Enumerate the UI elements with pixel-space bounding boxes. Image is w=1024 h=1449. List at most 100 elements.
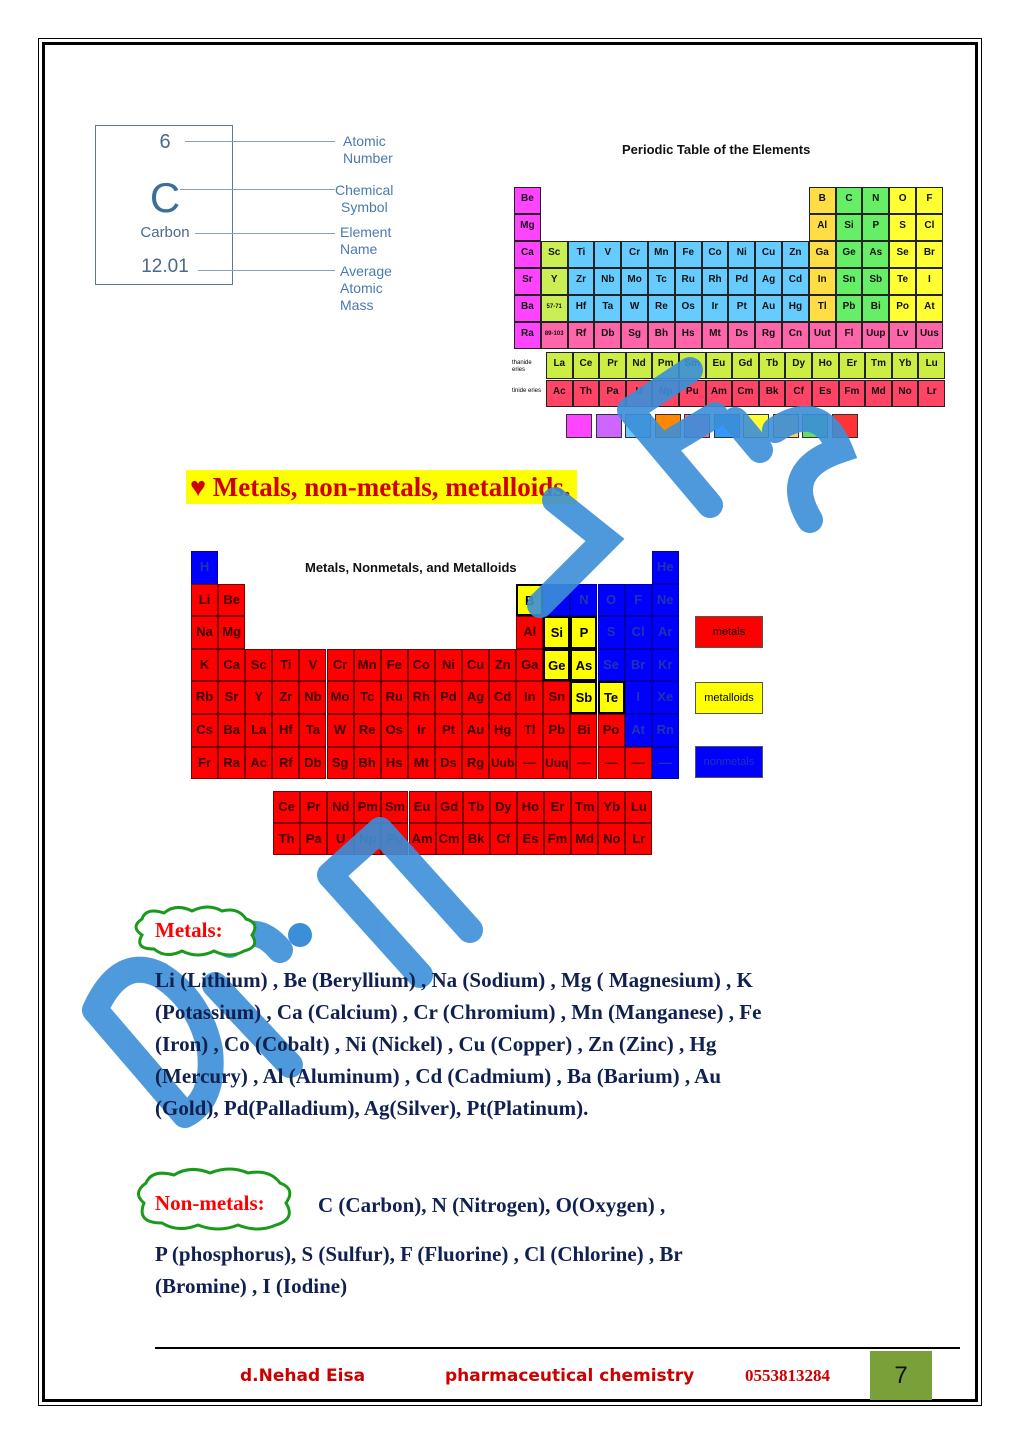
periodic-cell: Co xyxy=(701,241,729,268)
periodic-cell: Bi xyxy=(862,295,890,322)
periodic-f-cell: No xyxy=(891,380,919,407)
f-block-cell: Pa xyxy=(300,823,328,855)
periodic-cell: Uus xyxy=(916,322,943,349)
periodic-cell: Be xyxy=(514,187,541,214)
nonmetals-list: P (phosphorus), S (Sulfur), F (Fluorine)… xyxy=(155,1242,683,1298)
element-cell: Rh xyxy=(407,681,435,714)
element-name: Carbon xyxy=(140,224,190,241)
element-cell: F xyxy=(624,583,652,617)
f-block-cell: Es xyxy=(516,823,544,855)
element-cell: Re xyxy=(353,714,381,747)
periodic-cell: At xyxy=(916,295,943,322)
element-cell: Cd xyxy=(489,681,517,714)
nonmetals-label: Non-metals: xyxy=(155,1191,265,1215)
element-cell: Ir xyxy=(407,714,435,747)
element-cell: I xyxy=(624,681,652,714)
legend-swatch xyxy=(625,414,651,438)
element-cell: Ge xyxy=(543,648,571,682)
periodic-cell: Cl xyxy=(916,214,943,241)
periodic-table-title: Periodic Table of the Elements xyxy=(622,142,811,157)
element-cell: Ti xyxy=(272,648,300,682)
element-cell: O xyxy=(597,583,625,617)
periodic-cell: Ir xyxy=(701,295,729,322)
periodic-cell: V xyxy=(594,241,622,268)
periodic-cell: Ti xyxy=(567,241,595,268)
f-block-cell: Pu xyxy=(381,823,409,855)
periodic-f-cell: Bk xyxy=(758,380,786,407)
periodic-cell: Sg xyxy=(621,322,648,349)
element-cell: Xe xyxy=(651,681,679,714)
legend-metalloids: metalloids xyxy=(695,682,763,714)
periodic-cell: Cd xyxy=(782,268,809,295)
legend-swatch xyxy=(802,414,828,438)
periodic-cell: Tl xyxy=(808,295,836,322)
atomic-number: 6 xyxy=(159,131,171,153)
f-block-cell: Dy xyxy=(489,791,517,823)
periodic-f-cell: Cf xyxy=(785,380,812,407)
element-cell: Tl xyxy=(516,714,544,747)
periodic-f-cell: Cm xyxy=(732,380,759,407)
element-cell: Pd xyxy=(434,681,462,714)
element-cell: Ar xyxy=(651,616,679,649)
element-cell: N xyxy=(570,583,598,617)
metals-label: Metals: xyxy=(155,918,223,942)
periodic-cell: Sb xyxy=(862,268,890,295)
periodic-cell: Nb xyxy=(594,268,622,295)
footer-divider xyxy=(155,1347,960,1349)
element-cell: H xyxy=(191,551,219,584)
element-cell: Cu xyxy=(462,648,490,682)
element-cell: Cr xyxy=(326,648,354,682)
element-cell: Fe xyxy=(380,648,408,682)
f-block-cell: Ho xyxy=(516,791,544,823)
periodic-cell: Db xyxy=(594,322,622,349)
element-cell: P xyxy=(570,616,598,649)
element-cell: Br xyxy=(624,648,652,682)
periodic-cell: Mg xyxy=(514,214,541,241)
periodic-cell: Mn xyxy=(648,241,675,268)
lanthanide-row-label: thanide eries xyxy=(512,360,532,373)
footer-author: d.Nehad Eisa xyxy=(240,1366,366,1386)
actinide-row-label: tinide eries xyxy=(512,388,542,394)
element-cell: Mg xyxy=(218,616,246,649)
nonmetals-first-line: C (Carbon), N (Nitrogen), O(Oxygen) , xyxy=(318,1193,666,1217)
periodic-cell: B xyxy=(808,187,836,214)
periodic-cell: Lv xyxy=(889,322,916,349)
f-block-cell: Bk xyxy=(462,823,490,855)
element-cell: Mn xyxy=(353,648,381,682)
periodic-f-cell: Gd xyxy=(732,352,759,379)
element-cell: Sb xyxy=(570,681,598,714)
f-block-cell: Lr xyxy=(625,823,653,855)
element-cell: Ba xyxy=(218,714,246,747)
periodic-cell: Re xyxy=(648,295,675,322)
periodic-cell: Uup xyxy=(862,322,890,349)
periodic-cell: Hs xyxy=(674,322,702,349)
chemical-symbol: C xyxy=(149,174,181,221)
element-cell: S xyxy=(597,616,625,649)
periodic-f-cell: Ho xyxy=(812,352,839,379)
element-cell: As xyxy=(570,648,598,682)
periodic-f-cell: Es xyxy=(812,380,839,407)
periodic-f-cell: Fm xyxy=(838,380,866,407)
footer-subject: pharmaceutical chemistry xyxy=(445,1366,695,1386)
f-block-cell: Ce xyxy=(273,791,301,823)
element-cell: Rf xyxy=(272,746,300,780)
periodic-f-cell: Sm xyxy=(679,352,706,379)
element-cell: Nb xyxy=(299,681,327,714)
periodic-f-cell: Am xyxy=(705,380,733,407)
f-block-cell: U xyxy=(327,823,355,855)
element-cell: Sc xyxy=(245,648,273,682)
element-cell: Be xyxy=(218,583,246,617)
f-block-cell: Yb xyxy=(598,791,626,823)
f-block-cell: Pm xyxy=(354,791,382,823)
periodic-f-cell: Eu xyxy=(705,352,733,379)
periodic-cell: Rf xyxy=(567,322,595,349)
periodic-f-cell: Er xyxy=(838,352,866,379)
element-cell: Pb xyxy=(543,714,571,747)
periodic-cell: Cu xyxy=(755,241,782,268)
legend-swatch xyxy=(772,414,799,438)
periodic-cell: Hf xyxy=(567,295,595,322)
heart-bullet-icon: ♥ xyxy=(190,472,207,502)
section-heading-text: Metals, non-metals, metalloids. xyxy=(212,472,571,502)
periodic-cell: Si xyxy=(835,214,863,241)
